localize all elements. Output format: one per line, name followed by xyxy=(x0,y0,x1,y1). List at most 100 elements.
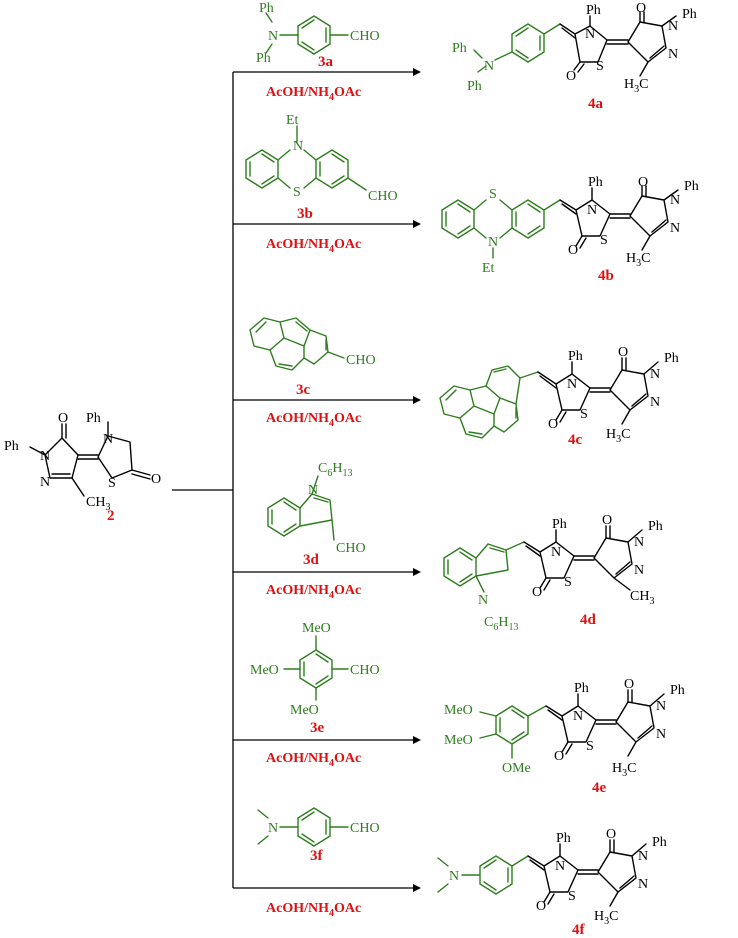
svg-text:MeO: MeO xyxy=(290,703,319,718)
svg-text:N: N xyxy=(650,395,660,410)
svg-text:Ph: Ph xyxy=(652,835,667,850)
svg-text:N: N xyxy=(585,27,595,42)
c2-s: S xyxy=(108,476,116,491)
reagent-3d xyxy=(267,475,335,541)
label-3a: 3a xyxy=(318,54,334,70)
label-4f: 4f xyxy=(572,922,586,938)
condition-3: AcOH/NH4OAc xyxy=(266,411,361,429)
label-3f: 3f xyxy=(310,848,324,864)
svg-text:N: N xyxy=(634,535,644,550)
svg-text:N: N xyxy=(449,869,459,884)
svg-text:O: O xyxy=(636,1,646,16)
svg-text:O: O xyxy=(568,243,578,258)
svg-text:Et: Et xyxy=(286,113,299,128)
label-3d: 3d xyxy=(303,552,320,568)
svg-text:Ph: Ph xyxy=(664,351,679,366)
svg-text:Ph: Ph xyxy=(648,519,663,534)
cho-3e: CHO xyxy=(350,663,380,678)
svg-text:O: O xyxy=(618,345,628,360)
product-4d xyxy=(443,525,643,593)
c2-n3: N xyxy=(103,432,113,447)
product-4f xyxy=(437,839,647,907)
cho-3d: CHO xyxy=(336,541,366,556)
c2-ph-left: Ph xyxy=(4,439,19,454)
product-4c xyxy=(439,357,659,439)
svg-text:Ph: Ph xyxy=(556,831,571,846)
cho-3a: CHO xyxy=(350,29,380,44)
reagent-3f xyxy=(257,807,349,847)
svg-text:N: N xyxy=(668,19,678,34)
svg-text:Ph: Ph xyxy=(259,1,274,16)
svg-text:N: N xyxy=(308,483,318,498)
branch-lines xyxy=(172,68,421,892)
c2-ch3: CH3 xyxy=(86,495,110,513)
label-4d: 4d xyxy=(580,612,597,628)
c2-n1: N xyxy=(40,449,50,464)
svg-text:Ph: Ph xyxy=(682,7,697,22)
svg-text:N: N xyxy=(650,367,660,382)
svg-text:CH3: CH3 xyxy=(630,589,654,607)
svg-text:S: S xyxy=(489,187,497,202)
svg-text:MeO: MeO xyxy=(444,733,473,748)
svg-text:Et: Et xyxy=(482,261,495,276)
svg-text:S: S xyxy=(600,233,608,248)
svg-text:H3C: H3C xyxy=(606,427,630,445)
c2-o2: O xyxy=(151,472,161,487)
svg-text:Ph: Ph xyxy=(586,3,601,18)
svg-text:H3C: H3C xyxy=(612,761,636,779)
condition-1: AcOH/NH4OAc xyxy=(266,85,361,103)
condition-6: AcOH/NH4OAc xyxy=(266,901,361,919)
svg-text:Ph: Ph xyxy=(256,51,271,66)
svg-text:Ph: Ph xyxy=(568,349,583,364)
cho-3c: CHO xyxy=(346,353,376,368)
svg-text:C6H13: C6H13 xyxy=(318,461,352,479)
c2-ph-top: Ph xyxy=(86,411,101,426)
svg-text:S: S xyxy=(580,407,588,422)
label-4c: 4c xyxy=(568,432,583,448)
label-3e: 3e xyxy=(310,720,325,736)
svg-text:MeO: MeO xyxy=(302,621,331,636)
svg-text:O: O xyxy=(602,513,612,528)
reagent-3b xyxy=(245,125,367,191)
svg-text:O: O xyxy=(548,417,558,432)
svg-text:N: N xyxy=(293,139,303,154)
atom-labels: Ph N Ph N O N S O CH3 2 Ph N Ph CHO 3a A… xyxy=(4,1,699,938)
svg-text:S: S xyxy=(596,59,604,74)
svg-text:N: N xyxy=(268,821,278,836)
label-3b: 3b xyxy=(297,206,313,222)
svg-text:N: N xyxy=(268,29,278,44)
label-3c: 3c xyxy=(296,382,311,398)
svg-text:N: N xyxy=(567,377,577,392)
svg-text:Ph: Ph xyxy=(467,79,482,94)
condition-2: AcOH/NH4OAc xyxy=(266,237,361,255)
svg-text:N: N xyxy=(656,699,666,714)
svg-text:S: S xyxy=(568,889,576,904)
svg-text:O: O xyxy=(554,749,564,764)
svg-text:N: N xyxy=(638,849,648,864)
svg-text:OMe: OMe xyxy=(502,761,531,776)
svg-text:S: S xyxy=(586,739,594,754)
label-4e: 4e xyxy=(592,780,607,796)
svg-text:N: N xyxy=(555,859,565,874)
svg-text:MeO: MeO xyxy=(444,703,473,718)
condition-4: AcOH/NH4OAc xyxy=(266,583,361,601)
reagent-3e xyxy=(283,635,349,701)
label-4a: 4a xyxy=(588,96,604,112)
product-4a xyxy=(473,11,677,77)
svg-text:N: N xyxy=(638,877,648,892)
label-2: 2 xyxy=(107,508,115,524)
svg-text:N: N xyxy=(670,193,680,208)
product-4b xyxy=(441,185,679,259)
compound-2 xyxy=(29,421,151,497)
svg-text:O: O xyxy=(606,827,616,842)
svg-text:H3C: H3C xyxy=(594,909,618,927)
svg-text:Ph: Ph xyxy=(588,175,603,190)
label-4b: 4b xyxy=(598,268,614,284)
svg-text:N: N xyxy=(573,709,583,724)
svg-text:N: N xyxy=(488,235,498,250)
svg-text:H3C: H3C xyxy=(624,77,648,95)
svg-text:N: N xyxy=(587,203,597,218)
svg-text:Ph: Ph xyxy=(552,517,567,532)
